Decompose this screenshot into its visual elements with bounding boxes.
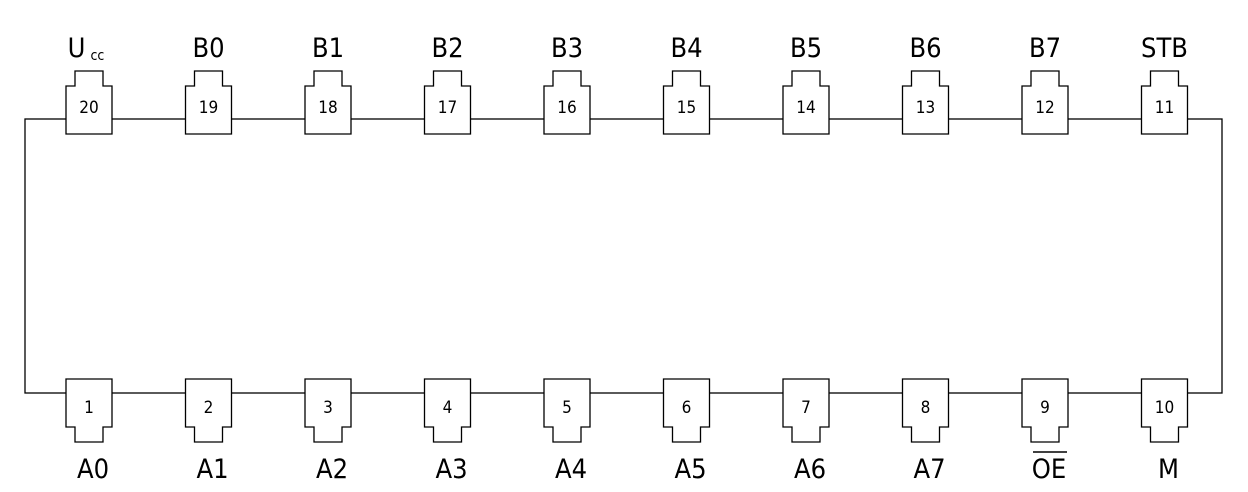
pin-13: 13 B6 bbox=[901, 33, 950, 135]
pin-15: 15 B4 bbox=[662, 33, 711, 135]
pin-label-main: B2 bbox=[431, 33, 463, 64]
pin-label: A6 bbox=[794, 454, 826, 485]
pin-18: 18 B1 bbox=[304, 33, 352, 135]
pin-number: 12 bbox=[1035, 98, 1054, 118]
pin-label-main: B3 bbox=[551, 33, 583, 64]
pin-outline bbox=[423, 70, 472, 135]
pin-number: 1 bbox=[84, 398, 94, 418]
pin-number: 17 bbox=[438, 98, 457, 118]
pin-outline bbox=[901, 378, 950, 443]
pin-outline bbox=[423, 378, 472, 443]
pin-3: 3A2 bbox=[304, 378, 352, 485]
pin-number: 4 bbox=[443, 398, 453, 418]
pin-number: 7 bbox=[801, 398, 811, 418]
ic-body-outline bbox=[24, 118, 1223, 394]
pin-outline bbox=[782, 70, 830, 135]
pin-8: 8A7 bbox=[901, 378, 950, 485]
pin-label-main: STB bbox=[1141, 33, 1188, 64]
pin-outline bbox=[1021, 378, 1069, 443]
pin-label: B6 bbox=[909, 33, 941, 64]
pin-label: A0 bbox=[77, 454, 109, 485]
pin-label: B3 bbox=[551, 33, 583, 64]
pin-16: 16 B3 bbox=[543, 33, 591, 135]
pin-5: 5A4 bbox=[543, 378, 591, 485]
pin-outline bbox=[1140, 70, 1189, 135]
pin-label-main: U bbox=[68, 33, 86, 64]
pin-outline bbox=[662, 378, 711, 443]
pin-4: 4A3 bbox=[423, 378, 472, 485]
pin-outline bbox=[304, 378, 352, 443]
pin-label-main: B7 bbox=[1029, 33, 1061, 64]
pin-outline bbox=[782, 378, 830, 443]
pin-outline bbox=[184, 378, 233, 443]
pin-number: 15 bbox=[677, 98, 696, 118]
pin-label: B0 bbox=[192, 33, 224, 64]
pin-number: 20 bbox=[79, 98, 98, 118]
pin-label-main: B6 bbox=[909, 33, 941, 64]
pin-outline bbox=[1021, 70, 1069, 135]
pin-11: 11 STB bbox=[1140, 33, 1189, 135]
pin-number: 11 bbox=[1155, 98, 1174, 118]
pin-7: 7A6 bbox=[782, 378, 830, 485]
pin-label: B1 bbox=[312, 33, 344, 64]
pin-number: 16 bbox=[557, 98, 576, 118]
pin-number: 18 bbox=[318, 98, 337, 118]
pin-6: 6A5 bbox=[662, 378, 711, 485]
pin-label-subscript: cc bbox=[90, 48, 104, 64]
pin-outline bbox=[304, 70, 352, 135]
pin-label-main: B5 bbox=[790, 33, 822, 64]
pin-label: A3 bbox=[435, 454, 467, 485]
pin-number: 2 bbox=[204, 398, 214, 418]
pin-label: A1 bbox=[196, 454, 228, 485]
pin-label: B2 bbox=[431, 33, 463, 64]
pin-outline bbox=[543, 70, 591, 135]
pin-label: B4 bbox=[670, 33, 702, 64]
pin-number: 10 bbox=[1155, 398, 1174, 418]
pin-2: 2A1 bbox=[184, 378, 233, 485]
pin-label: A2 bbox=[316, 454, 348, 485]
pin-label: A5 bbox=[674, 454, 706, 485]
pin-1: 1A0 bbox=[65, 378, 113, 485]
pin-number: 19 bbox=[199, 98, 218, 118]
pin-label: M bbox=[1158, 454, 1179, 485]
pin-outline bbox=[901, 70, 950, 135]
pin-number: 5 bbox=[562, 398, 572, 418]
pin-number: 8 bbox=[921, 398, 931, 418]
pin-outline bbox=[662, 70, 711, 135]
pin-outline bbox=[184, 70, 233, 135]
pin-label: A4 bbox=[555, 454, 587, 485]
pin-label: B7 bbox=[1029, 33, 1061, 64]
pin-19: 19 B0 bbox=[184, 33, 233, 135]
pin-number: 9 bbox=[1040, 398, 1050, 418]
pin-label: STB bbox=[1141, 33, 1188, 64]
pin-9: 9OE bbox=[1021, 378, 1069, 485]
pin-number: 3 bbox=[323, 398, 333, 418]
pin-12: 12 B7 bbox=[1021, 33, 1069, 135]
pin-number: 6 bbox=[682, 398, 692, 418]
pin-outline bbox=[65, 378, 113, 443]
pin-outline bbox=[65, 70, 113, 135]
pin-outline bbox=[543, 378, 591, 443]
pin-14: 14 B5 bbox=[782, 33, 830, 135]
pin-label-main: B1 bbox=[312, 33, 344, 64]
pin-17: 17 B2 bbox=[423, 33, 472, 135]
pin-outline bbox=[1140, 378, 1189, 443]
pin-label-main: B4 bbox=[670, 33, 702, 64]
pin-label: A7 bbox=[913, 454, 945, 485]
pin-number: 13 bbox=[916, 98, 935, 118]
pin-number: 14 bbox=[796, 98, 815, 118]
pin-label-main: B0 bbox=[192, 33, 224, 64]
pin-label: B5 bbox=[790, 33, 822, 64]
pin-10: 10M bbox=[1140, 378, 1189, 485]
pin-label: OE bbox=[1032, 454, 1066, 485]
